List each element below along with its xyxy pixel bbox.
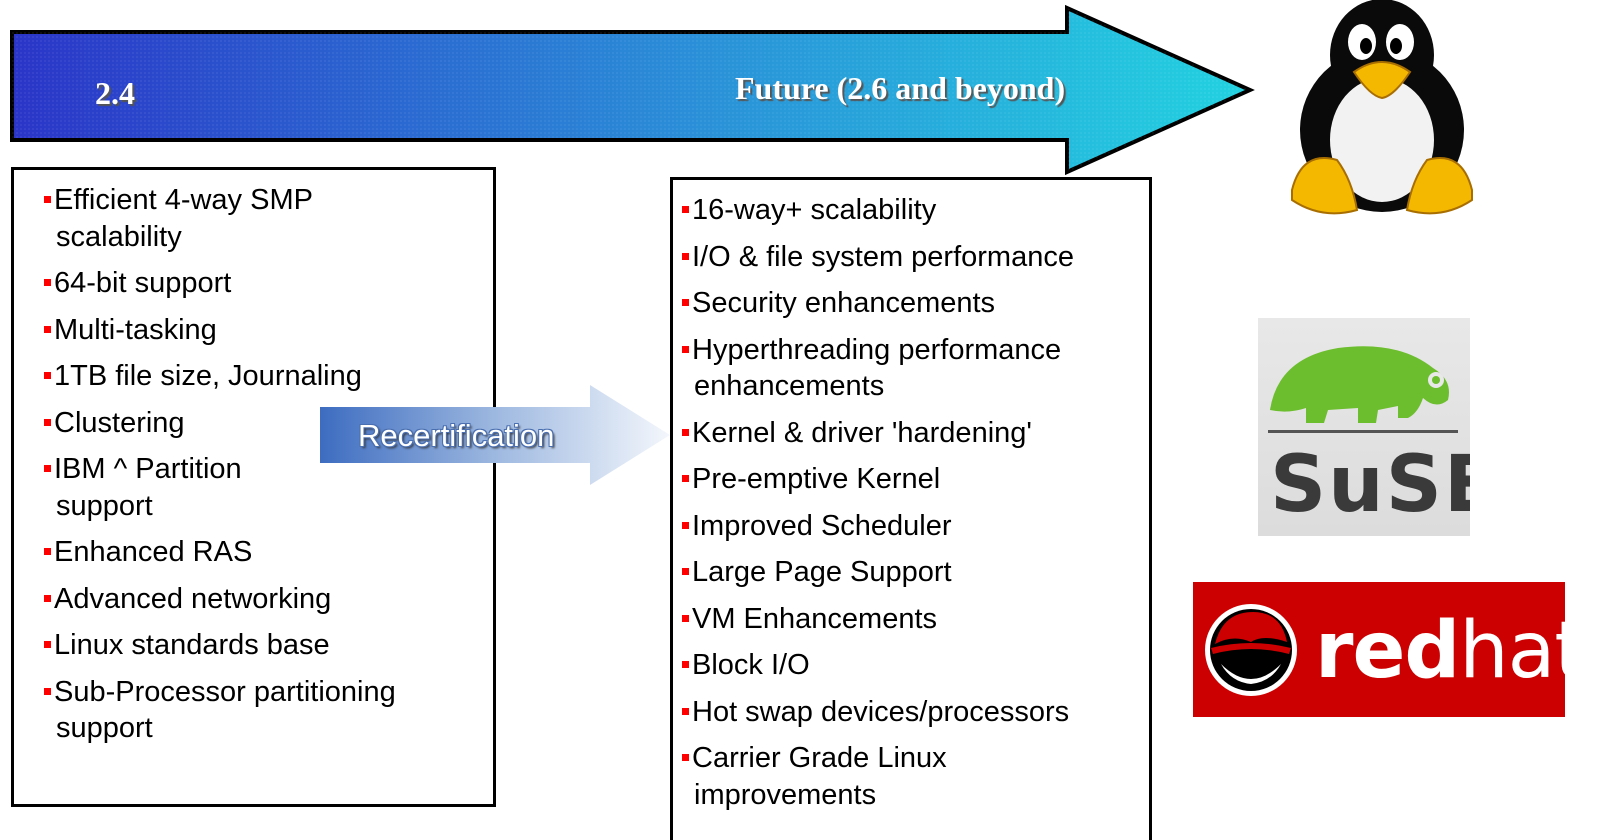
kernel-24-feature-item: Linux standards base [44,627,493,664]
kernel-24-feature-item: IBM ^ Partition support [44,451,493,524]
kernel-24-feature-item: Clustering [44,405,493,442]
kernel-24-feature-item-text: 64-bit support [54,267,232,299]
future-kernel-feature-item-text: Pre-emptive Kernel [692,463,941,495]
kernel-24-feature-item-text: Sub-Processor partitioning [54,675,396,708]
suse-logo-text: SuSE [1270,440,1470,530]
future-kernel-feature-item-text: Kernel & driver 'hardening' [692,416,1032,449]
kernel-24-feature-item-text: Multi-tasking [54,313,217,346]
kernel-24-feature-item: 1TB file size, Journaling [44,358,493,395]
recertification-arrow [320,385,670,485]
future-kernel-feature-item-text: Improved Scheduler [692,509,952,542]
bullet-icon [682,345,689,353]
bullet-icon [44,594,51,602]
bullet-icon [682,299,689,306]
future-kernel-feature-item: Security enhancements [682,285,1149,322]
kernel-24-feature-item-text: support [56,712,153,744]
bullet-icon [682,521,689,529]
bullet-icon [682,206,689,213]
kernel-24-feature-item-text: Efficient 4-way SMP [54,184,313,216]
kernel-24-feature-item: Sub-Processor partitioning support [44,674,493,747]
kernel-24-feature-item-text: 1TB file size, Journaling [54,360,362,392]
kernel-24-feature-item-text: Clustering [54,406,185,439]
bullet-icon [44,465,51,472]
future-kernel-feature-item: Hyperthreading performance enhancements [682,332,1149,405]
tux-penguin-logo [1291,0,1473,215]
future-kernel-feature-item: Carrier Grade Linux improvements [682,740,1149,813]
redhat-logo-text: redhat [1315,606,1565,696]
future-kernel-feature-item-text: Hyperthreading performance [692,333,1062,366]
kernel-24-feature-item: 64-bit support [44,265,493,302]
bullet-icon [44,325,51,333]
future-kernel-feature-item: 16-way+ scalability [682,192,1149,229]
future-kernel-feature-item-text: improvements [694,778,877,811]
kernel-24-features-box: Efficient 4-way SMP scalability 64-bit sup… [11,167,496,807]
future-kernel-feature-item-text: VM Enhancements [692,602,938,635]
future-kernel-feature-item-text: Hot swap devices/processors [692,695,1070,728]
future-kernel-feature-item-text: Security enhancements [692,287,996,319]
kernel-24-feature-item: Efficient 4-way SMP scalability [44,182,493,255]
future-kernel-feature-item: Pre-emptive Kernel [682,461,1149,498]
future-kernel-feature-item-text: 16-way+ scalability [692,194,937,226]
future-kernel-feature-item-text: I/O & file system performance [692,240,1074,273]
future-kernel-feature-item: I/O & file system performance [682,239,1149,276]
bullet-icon [44,372,51,379]
bullet-icon [44,548,51,555]
bullet-icon [682,568,689,575]
future-kernel-feature-item: Improved Scheduler [682,508,1149,545]
bullet-icon [682,707,689,715]
redhat-logo: redhat [1193,582,1565,717]
kernel-24-feature-item: Advanced networking [44,581,493,618]
bullet-icon [682,475,689,482]
bullet-icon [44,196,51,203]
future-kernel-feature-item: Kernel & driver 'hardening' [682,415,1149,452]
future-kernel-feature-item-text: Carrier Grade Linux [692,742,947,774]
kernel-24-feature-item-text: IBM ^ Partition [54,453,242,485]
recertification-label: Recertification [358,418,555,453]
future-kernel-feature-item-text: Large Page Support [692,556,952,588]
arrow-end-label: Future (2.6 and beyond) [735,70,1066,106]
kernel-24-feature-item-text: Linux standards base [54,629,330,661]
future-kernel-feature-item: Large Page Support [682,554,1149,591]
arrow-start-label: 2.4 [95,75,135,111]
kernel-24-feature-item-text: support [56,489,153,522]
future-kernel-feature-item: Block I/O [682,647,1149,684]
kernel-24-feature-item-text: Advanced networking [54,582,332,615]
kernel-24-feature-item: Enhanced RAS [44,534,493,571]
future-kernel-feature-item-text: enhancements [694,370,885,402]
bullet-icon [682,754,689,761]
bullet-icon [682,661,689,668]
bullet-icon [682,252,689,260]
suse-logo: SuSE [1258,318,1470,536]
kernel-24-feature-item: Multi-tasking [44,312,493,349]
bullet-icon [44,418,51,426]
bullet-icon [682,428,689,436]
bullet-icon [682,614,689,622]
timeline-arrow [10,4,1255,176]
kernel-24-feature-item-text: Enhanced RAS [54,536,253,568]
future-kernel-feature-item: VM Enhancements [682,601,1149,638]
future-kernel-feature-item-text: Block I/O [692,649,810,681]
kernel-24-feature-list: Efficient 4-way SMP scalability 64-bit sup… [44,182,493,747]
bullet-icon [44,641,51,648]
future-kernel-feature-item: Hot swap devices/processors [682,694,1149,731]
bullet-icon [44,279,51,286]
bullet-icon [44,687,51,695]
kernel-24-feature-item-text: scalability [56,220,182,253]
